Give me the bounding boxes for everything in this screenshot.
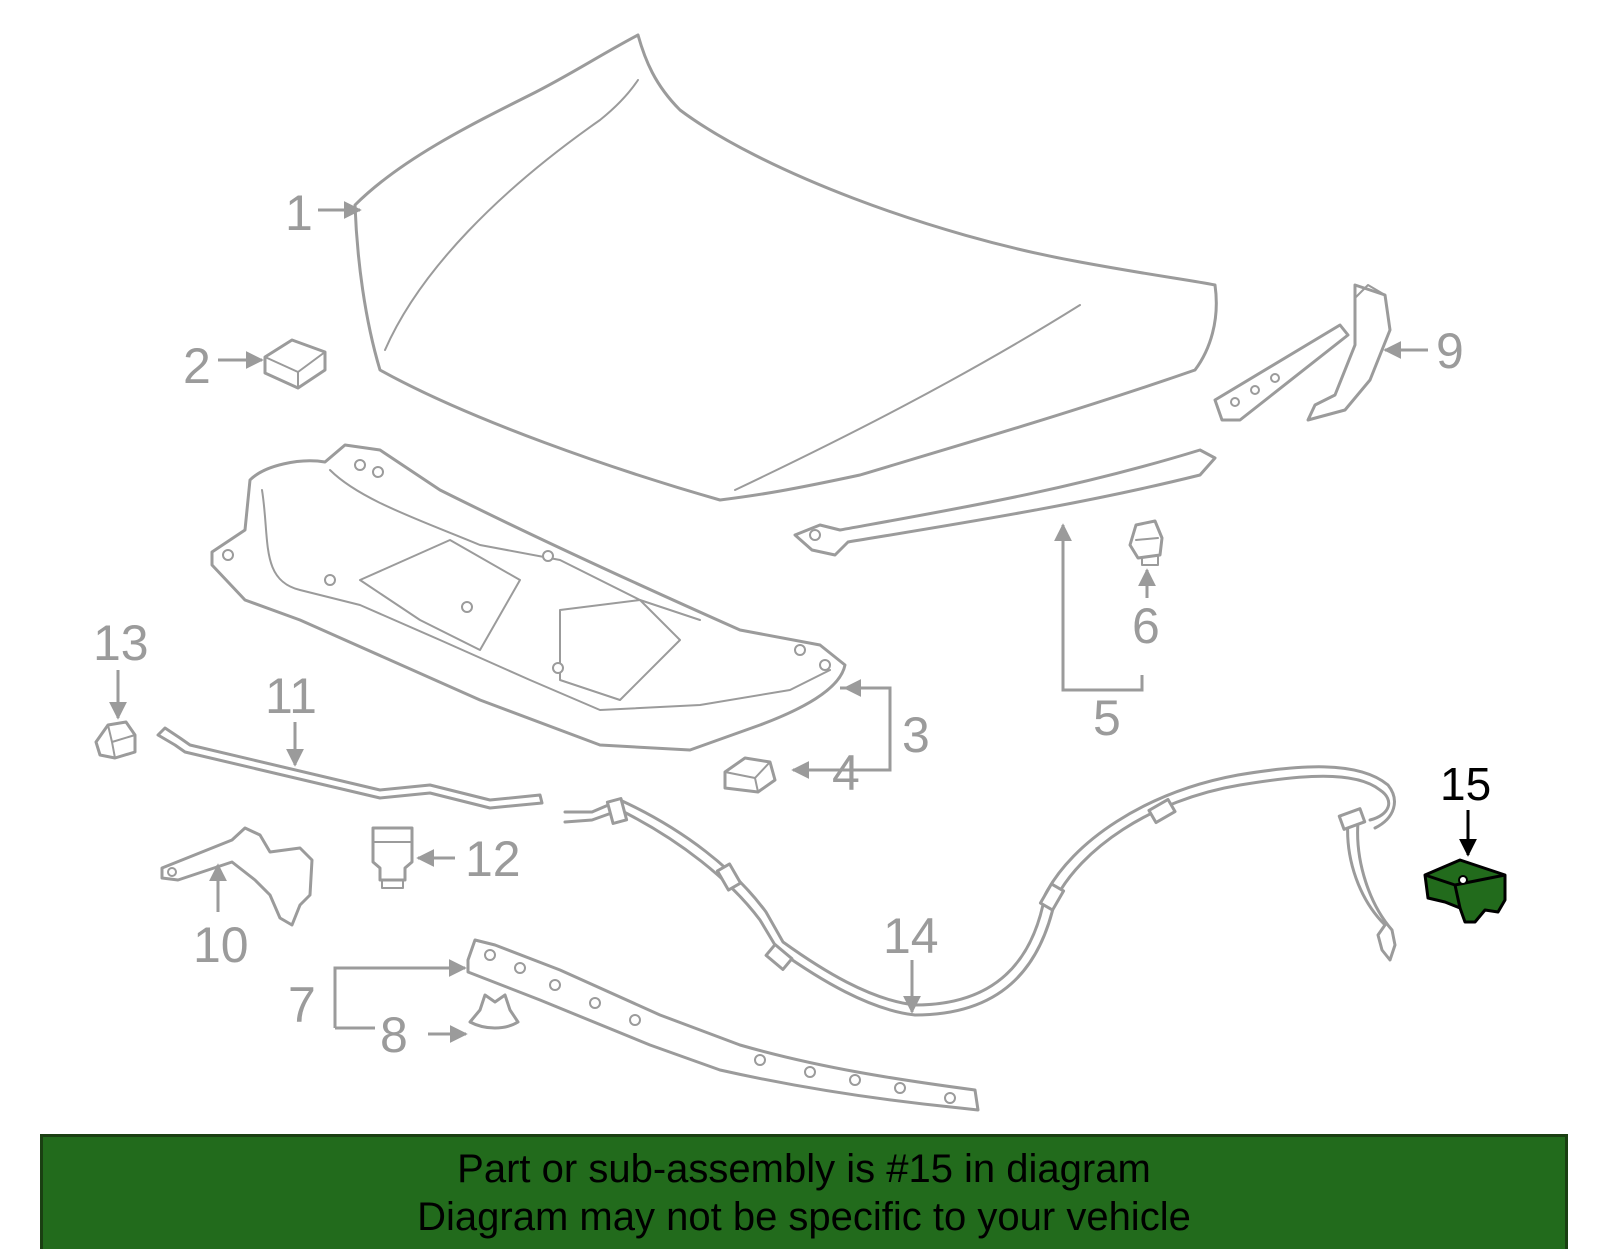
callout-7: 7 [288,977,316,1033]
latch-bracket-part [160,826,314,927]
leader-lines [109,201,1477,1043]
callout-labels: 1 2 3 4 5 6 7 8 9 10 11 12 13 14 15 [93,185,1491,1063]
callout-11: 11 [265,668,317,724]
callout-12: 12 [465,831,521,887]
callout-15: 15 [1440,758,1491,810]
callout-13: 13 [93,615,149,671]
release-cable-part [563,765,1397,1017]
callout-9: 9 [1436,323,1464,379]
callout-8: 8 [380,1007,408,1063]
front-seal-part [466,938,980,1112]
hood-part [353,33,1218,502]
callout-6: 6 [1132,598,1160,654]
callout-4: 4 [832,745,860,801]
callout-1: 1 [285,185,313,241]
callout-5: 5 [1093,690,1121,746]
hood-hinge-part [1213,283,1392,422]
callout-10: 10 [193,917,249,973]
insulator-clip-part [723,756,777,794]
leader-5 [1061,675,1144,692]
callout-14: 14 [883,908,939,964]
grommet-part [371,826,414,889]
seal-clip-part [468,993,520,1030]
callout-2: 2 [183,338,211,394]
hood-insulator-part [210,443,847,752]
weatherstrip-part [793,448,1217,557]
banner-line-2: Diagram may not be specific to your vehi… [417,1195,1191,1239]
callout-3: 3 [902,707,930,763]
prop-rod-part [156,726,544,810]
clip-part-6 [1128,519,1164,566]
stay-holder-part [94,720,137,760]
hood-bumper-part [263,338,327,390]
notice-banner: Part or sub-assembly is #15 in diagram D… [40,1134,1568,1249]
highlighted-part-15 [1423,858,1507,924]
banner-line-1: Part or sub-assembly is #15 in diagram [457,1147,1151,1191]
